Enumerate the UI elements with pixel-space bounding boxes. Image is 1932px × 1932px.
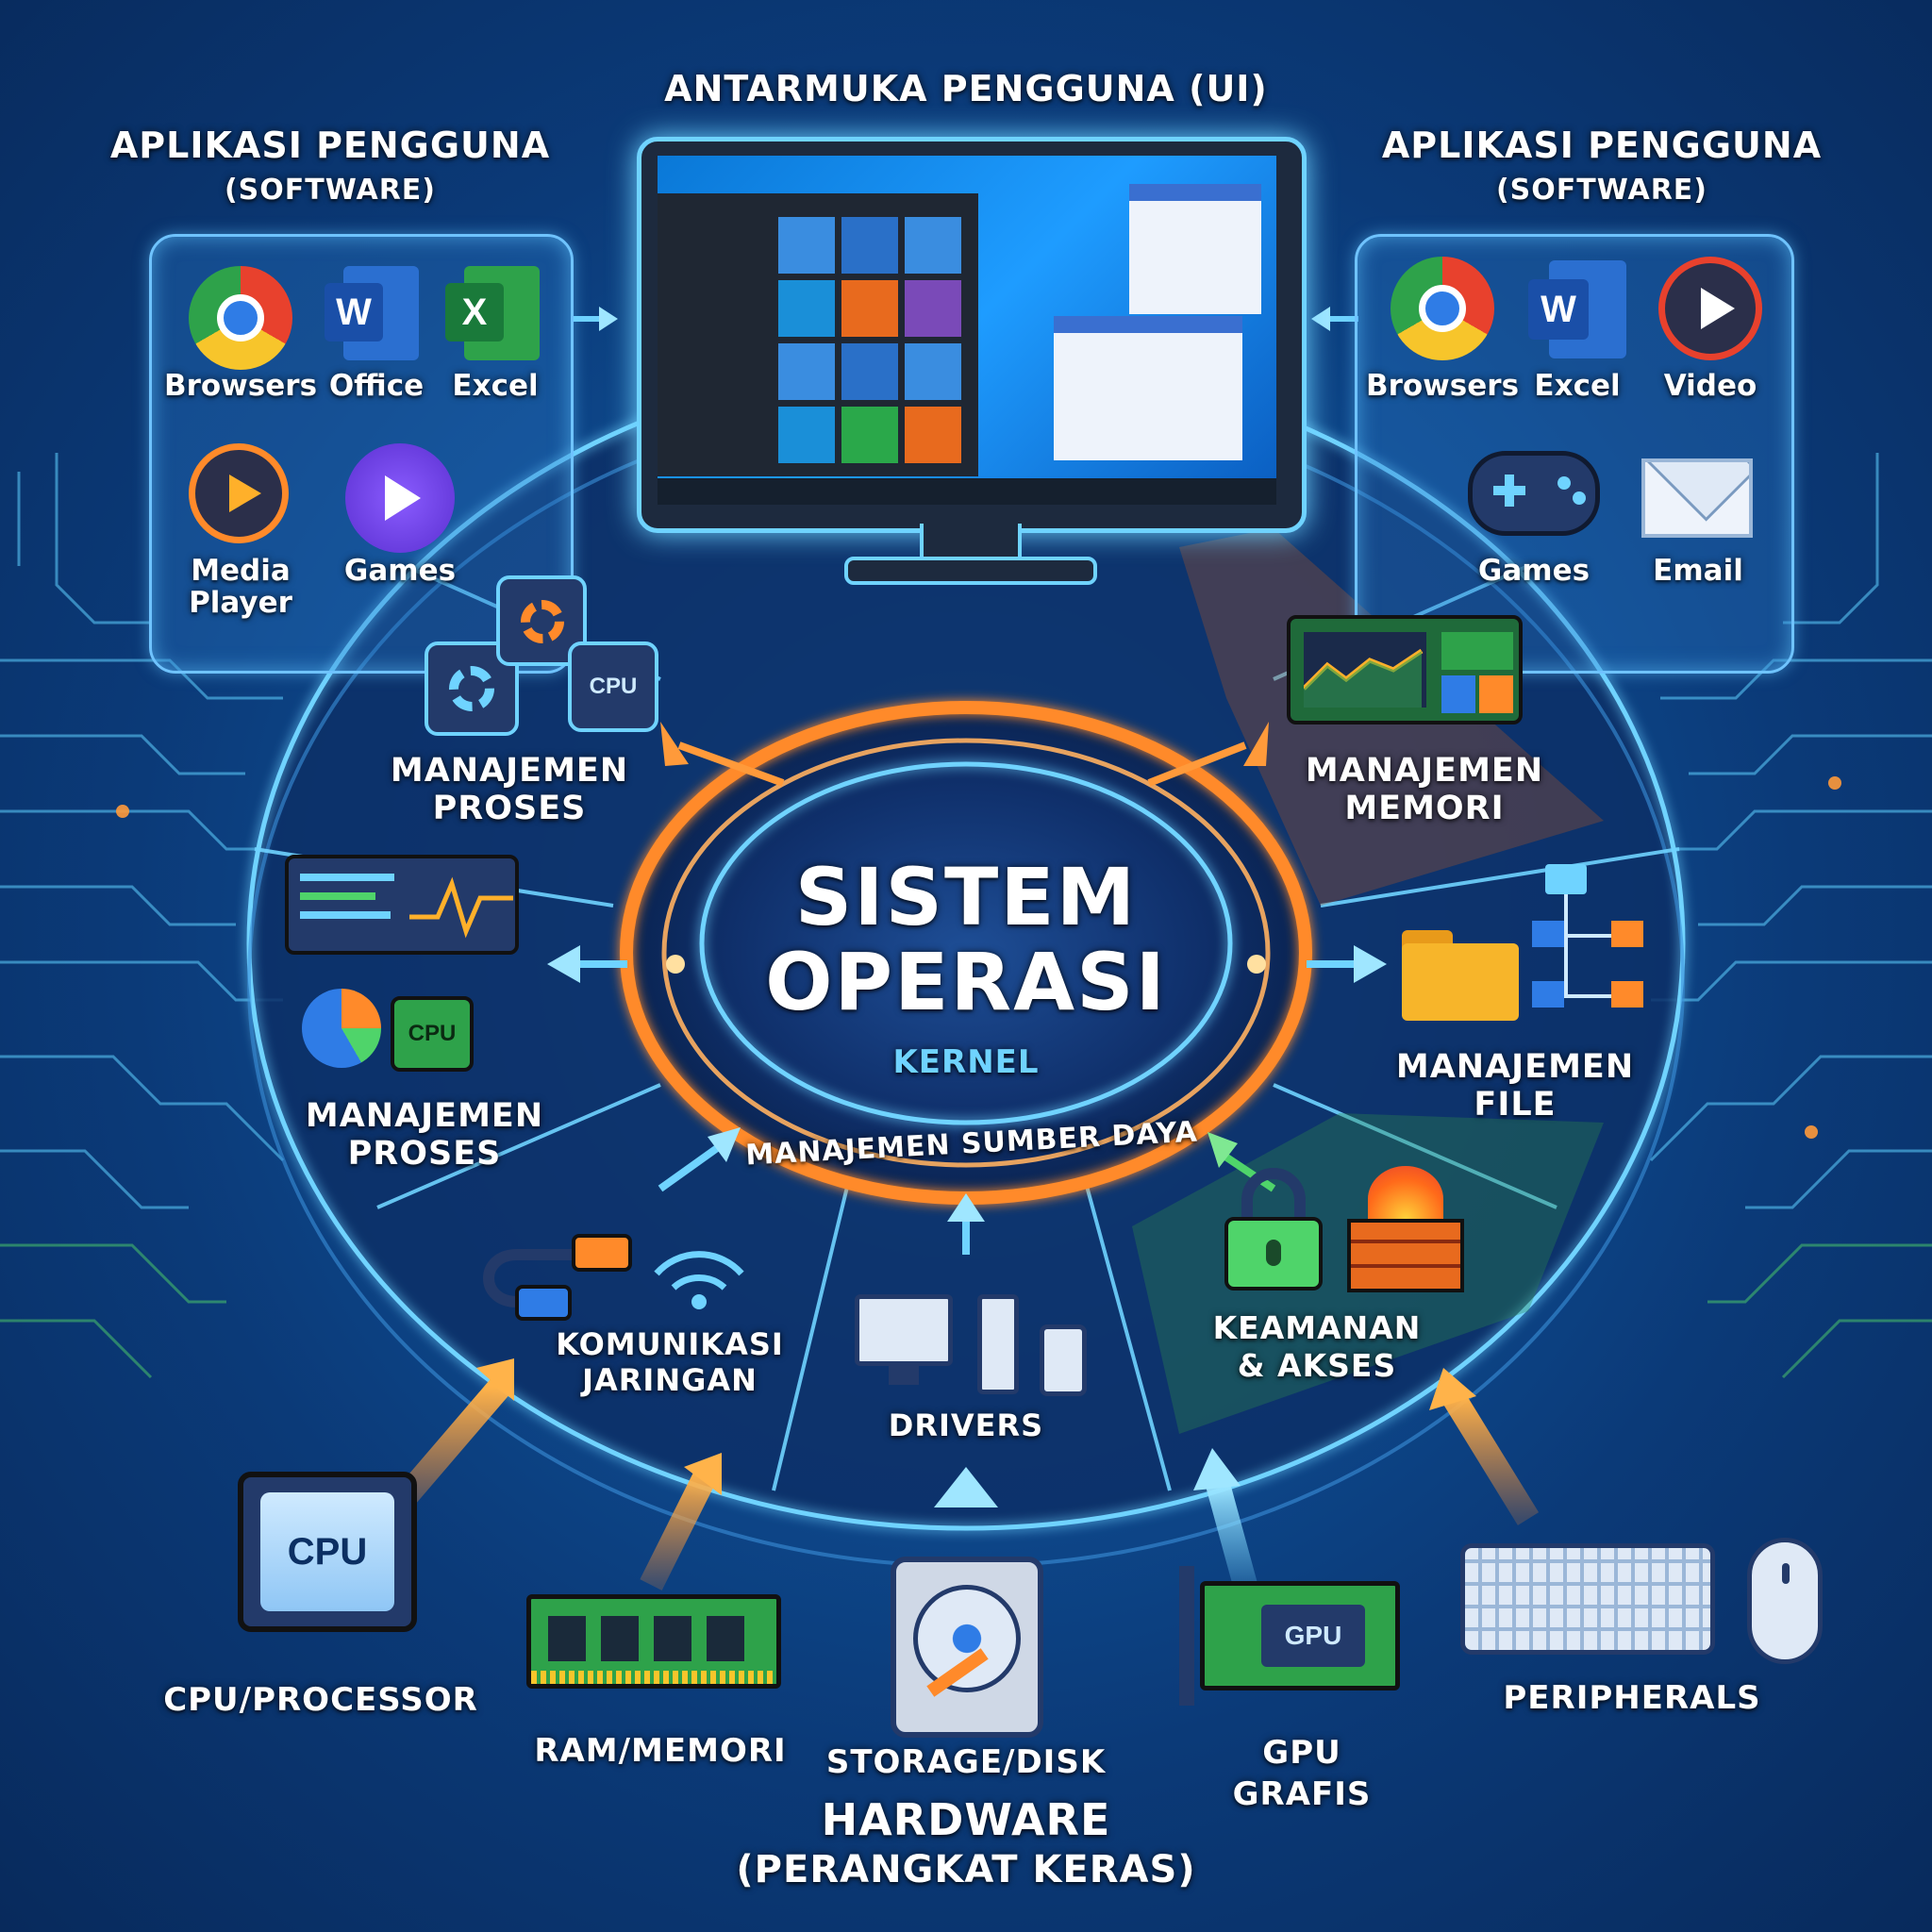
excel-icon[interactable]: X	[445, 266, 540, 360]
mouse-icon	[1747, 1538, 1823, 1664]
core-title-line1: SISTEM	[794, 851, 1138, 943]
hw-gpu-line1: GPU	[1262, 1734, 1341, 1772]
section-proses-top-line2: PROSES	[432, 790, 587, 827]
app-label-browsers-left: Browsers	[163, 369, 318, 403]
media-player-icon[interactable]	[189, 443, 289, 543]
hw-peripherals-label: PERIPHERALS	[1503, 1679, 1761, 1717]
word-icon[interactable]: W	[1528, 260, 1626, 358]
app-label-office-left: Office	[328, 369, 425, 403]
app-label-video: Video	[1663, 369, 1757, 403]
wifi-icon	[647, 1236, 751, 1311]
app-label-browsers-right: Browsers	[1365, 369, 1520, 403]
envelope-icon[interactable]	[1641, 458, 1753, 538]
hw-cpu-label: CPU/PROCESSOR	[163, 1681, 478, 1719]
apps-right-subtitle: (SOFTWARE)	[1495, 174, 1708, 207]
section-keamanan-line1: KEAMANAN	[1212, 1309, 1422, 1346]
app-label-excel-right: Excel	[1534, 369, 1621, 403]
hardware-title: HARDWARE	[821, 1794, 1111, 1845]
gamepad-icon[interactable]	[1468, 451, 1600, 536]
apps-left-title: APLIKASI PENGGUNA	[109, 125, 551, 166]
section-proses-top-line1: MANAJEMEN	[390, 752, 629, 790]
hw-ram-label: RAM/MEMORI	[534, 1732, 787, 1770]
kernel-label: KERNEL	[892, 1043, 1040, 1081]
gpu-card-icon: GPU	[1179, 1566, 1406, 1706]
cpu-processor-icon: CPU	[238, 1472, 417, 1632]
word-icon[interactable]: W	[325, 266, 419, 360]
process-gear-orange-icon	[496, 575, 587, 666]
section-memori-line2: MEMORI	[1344, 790, 1505, 827]
ram-module-icon	[526, 1594, 781, 1689]
network-cable-icon	[479, 1217, 640, 1321]
folder-icon	[1402, 930, 1519, 1021]
hardware-subtitle: (PERANGKAT KERAS)	[736, 1848, 1196, 1891]
process-gear-icon	[425, 641, 519, 736]
section-file-line2: FILE	[1474, 1086, 1557, 1124]
app-label-games-left: Games	[343, 554, 457, 588]
video-play-icon[interactable]	[1658, 257, 1762, 360]
cpu-chip-icon: CPU	[568, 641, 658, 732]
apps-left-subtitle: (SOFTWARE)	[224, 174, 437, 207]
process-monitor-icon	[285, 855, 519, 955]
games-icon[interactable]	[345, 443, 455, 553]
section-proses-left-line2: PROSES	[347, 1135, 502, 1173]
cpu-chip-icon: CPU	[391, 996, 474, 1072]
circuit-lines-right	[1649, 453, 1932, 1209]
monitor-icon	[637, 137, 1307, 585]
driver-devices-icon	[855, 1294, 1091, 1400]
app-label-media-player: Media Player	[189, 554, 292, 621]
app-label-games-right: Games	[1477, 554, 1591, 588]
firewall-icon	[1347, 1166, 1464, 1292]
circuit-lines-left	[0, 453, 285, 1209]
section-keamanan-line2: & AKSES	[1237, 1347, 1397, 1384]
core-title-line2: OPERASI	[765, 936, 1167, 1028]
section-jaringan-line1: KOMUNIKASI	[556, 1326, 784, 1362]
section-drivers: DRIVERS	[888, 1407, 1044, 1443]
lock-icon	[1224, 1168, 1323, 1291]
section-proses-left-line1: MANAJEMEN	[305, 1097, 544, 1135]
app-label-email: Email	[1653, 554, 1743, 588]
memory-chart-icon	[1287, 615, 1523, 724]
hw-gpu-line2: GRAFIS	[1232, 1775, 1372, 1813]
chrome-icon[interactable]	[189, 266, 292, 370]
ui-heading: ANTARMUKA PENGGUNA (UI)	[664, 68, 1268, 109]
apps-right-title: APLIKASI PENGGUNA	[1381, 125, 1823, 166]
pie-chart-icon	[302, 989, 381, 1068]
app-label-excel-left: Excel	[452, 369, 539, 403]
hard-disk-icon	[891, 1557, 1043, 1738]
file-tree-icon	[1532, 864, 1649, 1024]
keyboard-icon	[1460, 1543, 1715, 1655]
section-jaringan-line2: JARINGAN	[582, 1362, 758, 1398]
section-memori-line1: MANAJEMEN	[1305, 752, 1544, 790]
hw-storage-label: STORAGE/DISK	[825, 1743, 1107, 1781]
section-file-line1: MANAJEMEN	[1395, 1048, 1635, 1086]
chrome-icon[interactable]	[1391, 257, 1494, 360]
